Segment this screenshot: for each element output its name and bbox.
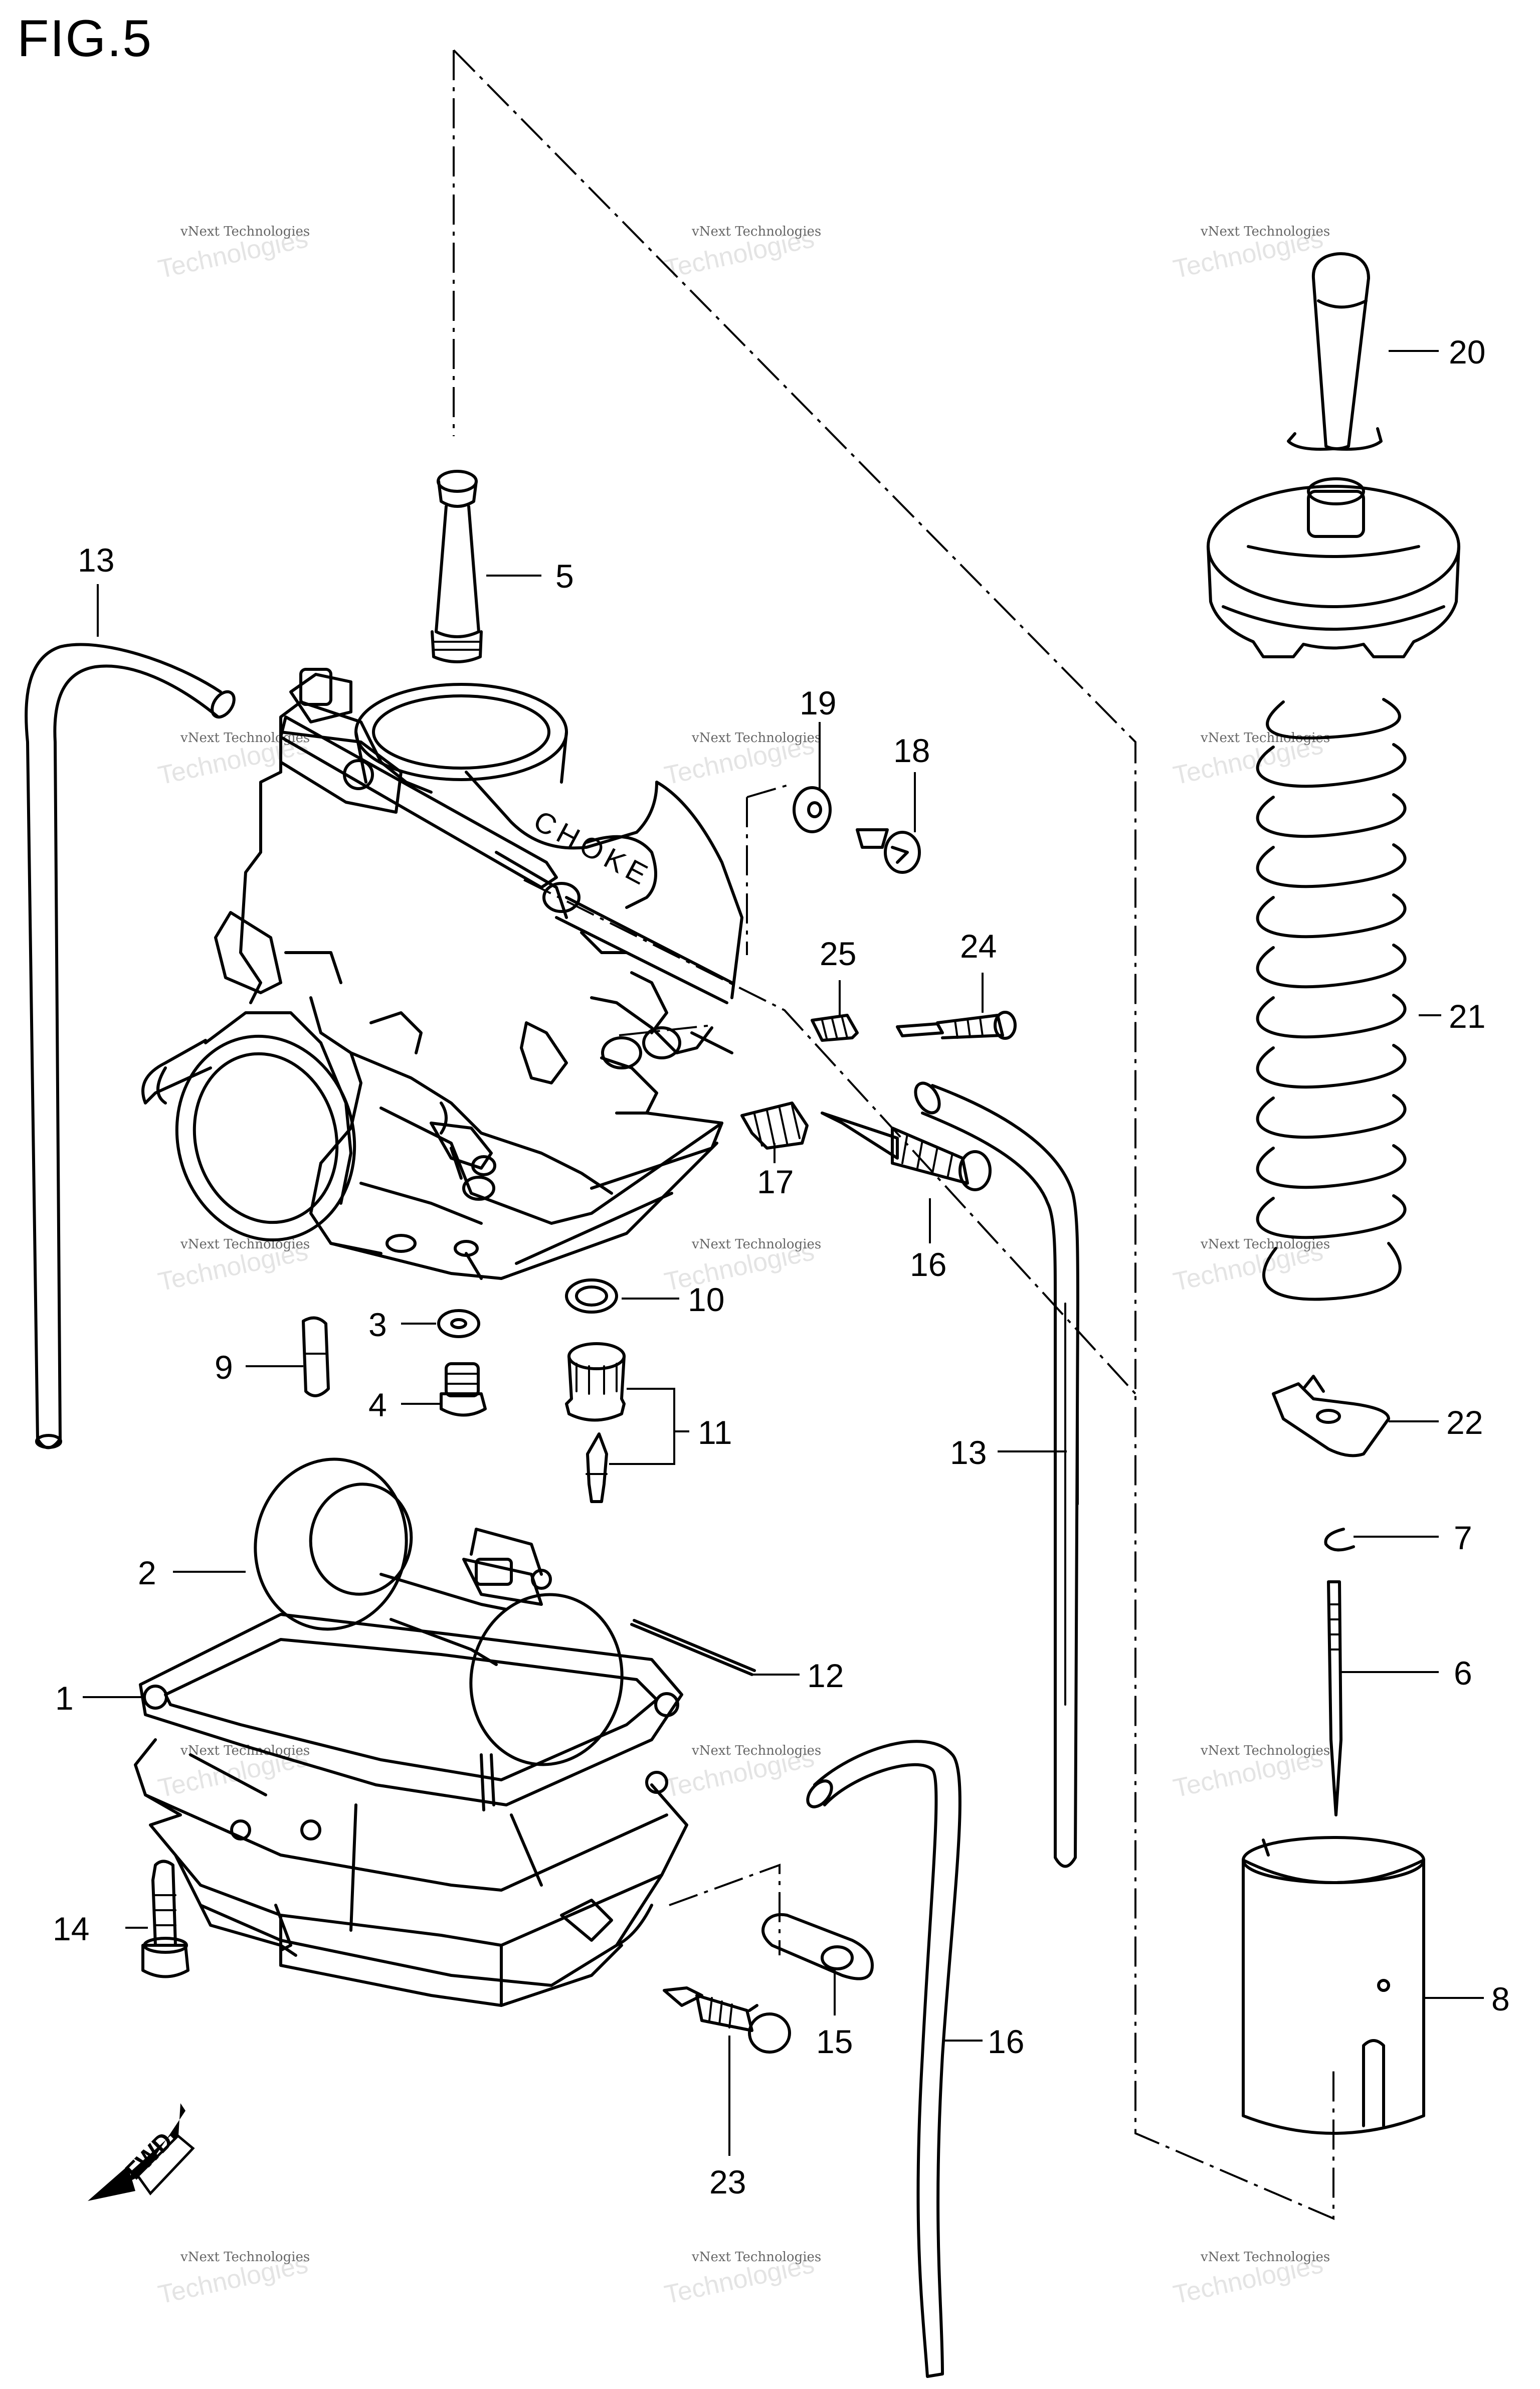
- callout-2: 2: [138, 1554, 156, 1591]
- part-5-cable-adjuster: [431, 470, 483, 663]
- callout-17: 16: [910, 1246, 946, 1283]
- callout-1: 1: [55, 1680, 74, 1717]
- part-25-pilot-screw: [896, 1011, 1017, 1040]
- part-21-rubber-boot: [1287, 252, 1383, 451]
- part-9-jet-holder: [302, 1316, 330, 1397]
- callout-6: 6: [1454, 1655, 1472, 1692]
- part-8-throttle-valve: [1242, 1836, 1425, 2135]
- intake-bore: [141, 1011, 356, 1242]
- callout-18: 17: [757, 1163, 794, 1200]
- part-18-spring: [740, 1101, 809, 1150]
- callout-4: 4: [368, 1386, 387, 1423]
- part-22-spring: [1256, 698, 1407, 1301]
- assembly-chain-lines: [453, 49, 1334, 2221]
- part-23-retainer-plate: [1272, 1375, 1390, 1457]
- callout-26: 25: [820, 935, 856, 972]
- svg-text:vNext Technologies: vNext Technologies: [1200, 2250, 1330, 2265]
- svg-text:vNext Technologies: vNext Technologies: [180, 2250, 310, 2265]
- part-12-float-pin: [630, 1619, 756, 1676]
- leader-lines: [83, 350, 1484, 2156]
- part-13-vent-hose-left: [25, 643, 236, 1449]
- part-1-float-bowl: [134, 1613, 688, 2007]
- callout-numbers: 5 13 19 18 25 24 20 21 17 16 10 3 9 4 11…: [53, 333, 1510, 2200]
- callout-12: 12: [807, 1657, 844, 1694]
- callout-10: 10: [688, 1281, 724, 1318]
- callout-7: 7: [1454, 1519, 1472, 1556]
- part-15-bracket: [761, 1913, 874, 1980]
- svg-text:vNext Technologies: vNext Technologies: [1200, 1237, 1330, 1252]
- callout-14: 14: [53, 1910, 89, 1947]
- svg-text:vNext Technologies: vNext Technologies: [1200, 224, 1330, 239]
- callout-24: 23: [709, 2163, 746, 2200]
- callout-11: 11: [698, 1414, 732, 1451]
- part-4-pilot-jet: [440, 1362, 487, 1417]
- callout-5: 5: [555, 558, 574, 595]
- part-11-needle-valve: [565, 1342, 626, 1503]
- part-17-air-screw: [821, 1112, 992, 1191]
- callout-3: 3: [368, 1306, 387, 1343]
- callout-13-left: 13: [78, 541, 114, 579]
- svg-text:vNext Technologies: vNext Technologies: [691, 224, 821, 239]
- callout-22: 21: [1449, 998, 1485, 1035]
- callout-21: 20: [1449, 333, 1485, 371]
- part-26-spring: [811, 1014, 859, 1042]
- svg-text:vNext Technologies: vNext Technologies: [691, 1237, 821, 1252]
- carburetor-body: [214, 668, 743, 1280]
- callout-16: 16: [988, 2023, 1024, 2060]
- part-7-e-clip: [1324, 1528, 1355, 1552]
- part-20-o-ring: [793, 786, 832, 833]
- part-24-drain-screw: [663, 1986, 791, 2054]
- part-10-washer: [565, 1278, 618, 1314]
- svg-text:vNext Technologies: vNext Technologies: [1200, 1743, 1330, 1758]
- callout-8: 8: [1491, 1980, 1510, 2017]
- carb-cap: [1207, 477, 1460, 658]
- svg-text:vNext Technologies: vNext Technologies: [691, 1743, 821, 1758]
- svg-text:vNext Technologies: vNext Technologies: [691, 2250, 821, 2265]
- callout-13-right: 13: [950, 1434, 987, 1471]
- part-19-screw: [856, 828, 921, 874]
- part-13-vent-hose-right: [914, 1081, 1079, 1868]
- figure-title: FIG.5: [17, 10, 153, 68]
- callout-20: 19: [800, 684, 836, 721]
- choke-lettering: CHOKE: [528, 804, 657, 893]
- choke-lever: CHOKE: [279, 715, 657, 909]
- fwd-arrow-icon: FWD: [88, 2103, 195, 2201]
- callout-19: 18: [893, 732, 930, 769]
- callout-23: 22: [1446, 1404, 1483, 1441]
- part-2-float: [254, 1457, 624, 1766]
- svg-text:vNext Technologies: vNext Technologies: [180, 224, 310, 239]
- part-14-screw: [141, 1860, 189, 1978]
- callout-25: 24: [960, 928, 997, 965]
- part-6-jet-needle: [1327, 1580, 1342, 1816]
- callout-9: 9: [215, 1349, 233, 1386]
- svg-text:vNext Technologies: vNext Technologies: [691, 730, 821, 746]
- part-3-washer: [437, 1309, 480, 1338]
- part-16-drain-hose: [806, 1740, 961, 2378]
- callout-15: 15: [816, 2023, 853, 2060]
